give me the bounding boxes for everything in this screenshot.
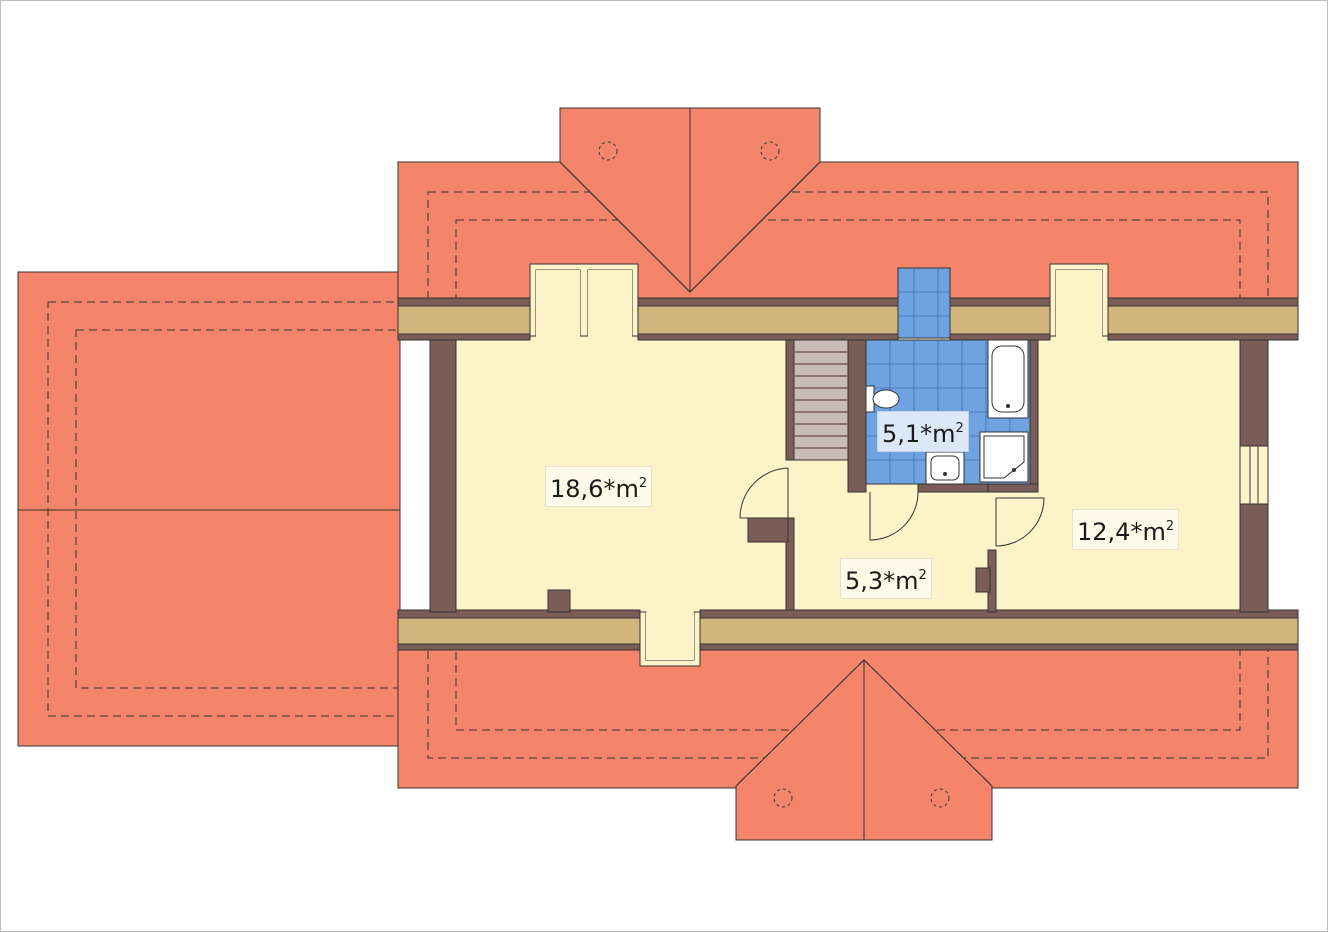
room-area-value: 18,6*m (550, 475, 639, 503)
room-area-bathroom: 5,1*m2 (877, 411, 969, 452)
room-area-exponent: 2 (955, 421, 964, 436)
roof-left-wing (17, 271, 431, 747)
room-area-bedroom: 12,4*m2 (1072, 509, 1180, 550)
room-area-value: 5,3*m (845, 567, 919, 595)
room-area-exponent: 2 (638, 476, 648, 491)
knee-wall-bottom (397, 615, 1299, 649)
dormer-alcoves (529, 263, 1109, 667)
room-area-exponent: 2 (918, 568, 927, 583)
room-area-living: 18,6*m2 (545, 466, 653, 507)
room-area-exponent: 2 (1165, 519, 1175, 534)
room-area-value: 5,1*m (882, 420, 956, 448)
roof-dormer-top (559, 107, 821, 293)
staircase (793, 339, 849, 461)
bath-alcove (897, 267, 951, 339)
walls (397, 297, 1299, 651)
room-area-hall: 5,3*m2 (840, 558, 932, 599)
window-right (1239, 445, 1269, 505)
room-area-value: 12,4*m (1077, 518, 1166, 546)
roof-dormer-bottom (735, 659, 993, 841)
doors (739, 467, 1045, 547)
